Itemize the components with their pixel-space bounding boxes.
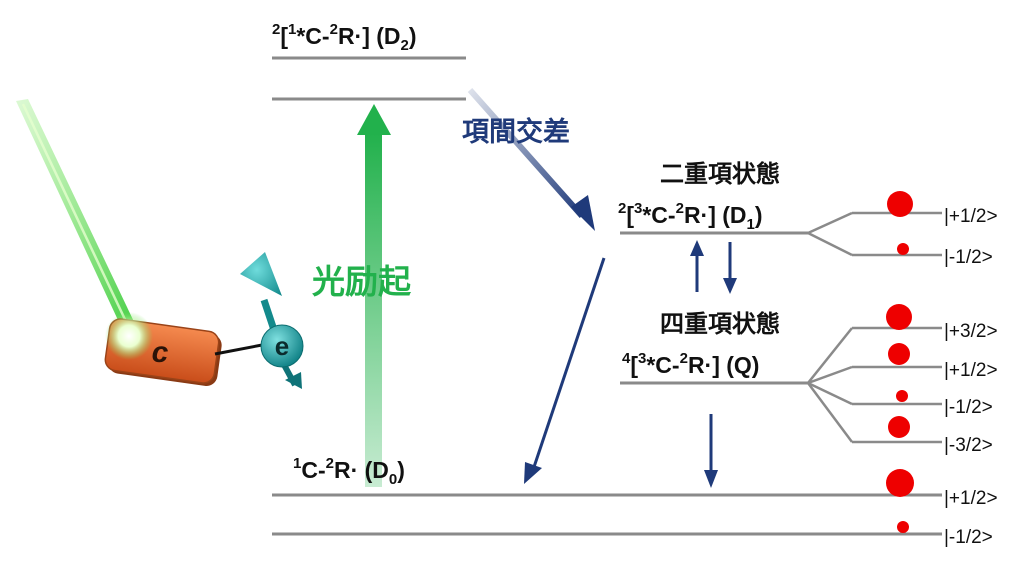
- d1-q-exchange-down-arrow: [723, 242, 737, 294]
- ket-d1-1: |-1/2>: [944, 247, 993, 268]
- ket-d0-0: |+1/2>: [944, 488, 998, 509]
- q-state-label: 4[3*C-2R·] (Q): [622, 350, 759, 378]
- d0-state-label: 1C-2R· (D0): [293, 455, 405, 488]
- laser-flash: [105, 312, 153, 360]
- ket-labels: |+1/2> |-1/2> |+3/2> |+1/2> |-1/2> |-3/2…: [944, 206, 998, 548]
- dot-d0-plus-half: [886, 469, 914, 497]
- d2-state-label: 2[1*C-2R·] (D2): [272, 21, 417, 54]
- energy-levels: [272, 56, 942, 536]
- doublet-heading: 二重項状態: [660, 160, 780, 188]
- isc-label: 項間交差: [462, 116, 570, 148]
- d1-splitting: [807, 211, 942, 257]
- excitation-arrow: [357, 104, 391, 487]
- ket-q-1: |+1/2>: [944, 360, 998, 381]
- d1-q-exchange-up-arrow: [690, 240, 704, 292]
- d1-to-d0-arrow: [524, 257, 606, 484]
- quartet-heading: 四重項状態: [660, 310, 780, 338]
- q-splitting: [806, 326, 942, 444]
- dot-q-minus-3-2: [888, 416, 910, 438]
- ket-q-2: |-1/2>: [944, 397, 993, 418]
- spin-arrow: [240, 252, 302, 389]
- dot-d1-minus-half: [897, 243, 909, 255]
- dot-q-plus-3-2: [886, 304, 912, 330]
- chromophore-letter: c: [152, 336, 169, 369]
- ket-q-3: |-3/2>: [944, 435, 993, 456]
- electron-letter: e: [275, 331, 289, 361]
- d1-state-label: 2[3*C-2R·] (D1): [618, 200, 763, 233]
- dot-q-plus-1-2: [888, 343, 910, 365]
- molecule-illustration: c e: [16, 99, 304, 389]
- q-to-d0-arrow: [704, 414, 718, 488]
- dot-d1-plus-half: [887, 191, 913, 217]
- ket-d0-1: |-1/2>: [944, 527, 993, 548]
- population-dots: [886, 191, 914, 533]
- electron-ball: [260, 324, 304, 368]
- ket-q-0: |+3/2>: [944, 321, 998, 342]
- ket-d1-0: |+1/2>: [944, 206, 998, 227]
- spin-arrow-head: [240, 252, 282, 296]
- bond-line: [214, 343, 263, 356]
- dot-q-minus-1-2: [896, 390, 908, 402]
- dot-d0-minus-half: [897, 521, 909, 533]
- excitation-label: 光励起: [312, 262, 412, 301]
- isc-arrow: [467, 88, 595, 231]
- laser-core: [21, 103, 132, 331]
